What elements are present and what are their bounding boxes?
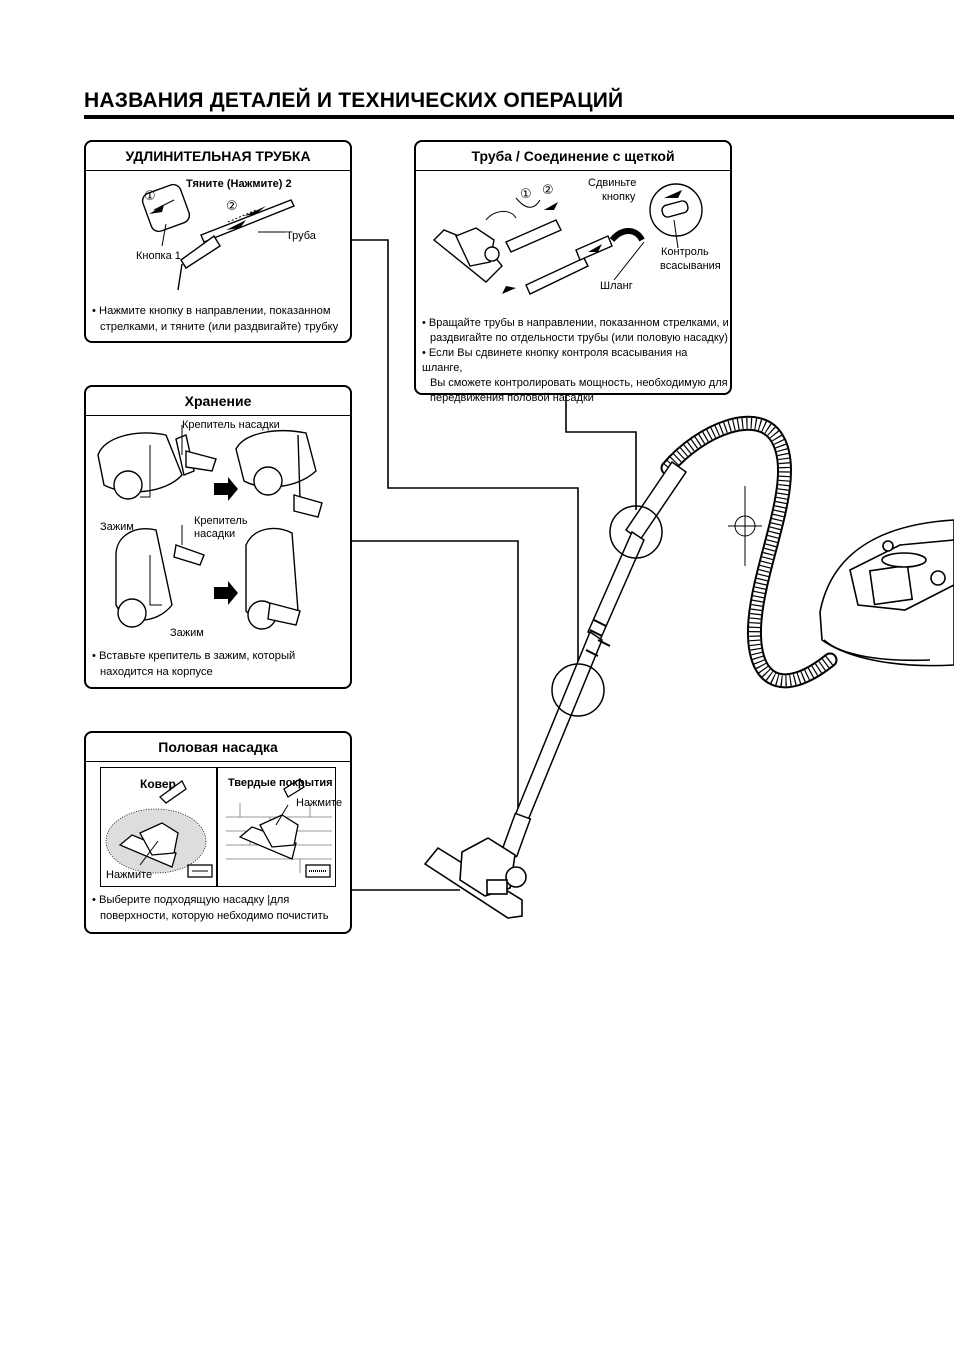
- button1-label: Кнопка 1: [136, 250, 181, 262]
- nozzle-holder-label: Крепитель насадки: [182, 419, 280, 431]
- hose-label: Шланг: [600, 280, 633, 292]
- step1-label: ①: [144, 188, 156, 203]
- detail-circle-joint: [551, 663, 605, 717]
- crosshair-icon: [728, 486, 762, 566]
- carpet-label: Ковер: [140, 777, 176, 791]
- extension-tube-title: УДЛИНИТЕЛЬНАЯ ТРУБКА: [86, 142, 350, 171]
- clamp-label-bottom: Зажим: [170, 627, 204, 639]
- note-line: • Вставьте крепитель в зажим, который: [92, 650, 296, 662]
- nozzle-holder-label-2a: Крепитель: [194, 515, 248, 527]
- note-line: стрелками, и тяните (или раздвигайте) тр…: [100, 320, 339, 333]
- floor-nozzle-icon: [423, 837, 527, 919]
- pipe-connection-illustration: [432, 183, 703, 295]
- extension-tube-illustration: [141, 183, 295, 291]
- connector-extension: [352, 239, 579, 665]
- note-line: передвижения половой насадки: [430, 392, 594, 404]
- tube-label: Труба: [286, 230, 316, 242]
- note-line: находится на корпусе: [100, 665, 213, 678]
- tube-icon: [500, 460, 688, 858]
- press-label-hard: Нажмите: [296, 797, 343, 809]
- hard-floor-panel: [216, 767, 336, 887]
- step2-label: ②: [226, 198, 238, 213]
- page-title: НАЗВАНИЯ ДЕТАЛЕЙ И ТЕХНИЧЕСКИХ ОПЕРАЦИЙ: [84, 89, 624, 112]
- floor-nozzle-note: • Выберите подходящую насадку |для повер…: [92, 893, 329, 924]
- connector-pipe: [565, 395, 637, 510]
- suction-control-label-2: всасывания: [660, 260, 721, 272]
- connector-storage: [352, 540, 519, 815]
- storage-title: Хранение: [86, 387, 350, 416]
- floor-nozzle-title: Половая насадка: [86, 733, 350, 762]
- storage-note: • Вставьте крепитель в зажим, который на…: [92, 649, 295, 680]
- extension-tube-note: • Нажмите кнопку в направлении, показанн…: [92, 304, 338, 335]
- pipe-step1-label: ①: [520, 186, 532, 201]
- storage-illustration: [97, 425, 323, 630]
- floor-nozzle-illustration: [105, 778, 332, 878]
- vacuum-body-icon: [819, 519, 954, 667]
- pipe-connection-panel: Труба / Соединение с щеткой ① ② Сдвиньт: [414, 140, 732, 404]
- hard-floor-label: Твердые покрытия: [228, 777, 333, 789]
- pull-label: Тяните (Нажмите) 2: [186, 178, 292, 190]
- clamp-label-top: Зажим: [100, 521, 134, 533]
- note-line: раздвигайте по отдельности трубы (или по…: [430, 332, 728, 344]
- press-label-carpet: Нажмите: [106, 869, 153, 881]
- note-line: • Нажмите кнопку в направлении, показанн…: [92, 305, 331, 317]
- hose-icon: [660, 415, 838, 689]
- slide-button-label-1: Сдвиньте: [588, 177, 637, 189]
- carpet-panel: [100, 767, 218, 887]
- pipe-connection-note: • Вращайте трубы в направлении, показанн…: [422, 316, 730, 406]
- extension-tube-panel: УДЛИНИТЕЛЬНАЯ ТРУБКА Тяните (Нажмите) 2 …: [84, 140, 352, 343]
- nozzle-holder-label-2b: насадки: [194, 528, 236, 540]
- note-line: • Если Вы сдвинете кнопку контроля всасы…: [422, 347, 688, 374]
- slide-button-label-2: кнопку: [602, 191, 636, 203]
- storage-panel: Хранение: [84, 385, 352, 689]
- note-line: поверхности, которую небходимо почистить: [100, 909, 329, 922]
- suction-control-label-1: Контроль: [661, 246, 709, 258]
- note-line: • Вращайте трубы в направлении, показанн…: [422, 317, 729, 329]
- note-line: • Выберите подходящую насадку |для: [92, 894, 290, 906]
- detail-circle-handle: [609, 505, 663, 559]
- pipe-connection-title: Труба / Соединение с щеткой: [416, 142, 730, 171]
- title-rule: [84, 115, 954, 119]
- floor-nozzle-panel: Половая насадка Ковер Твердые покрытия: [84, 731, 352, 934]
- pipe-step2-label: ②: [542, 182, 554, 197]
- note-line: Вы сможете контролировать мощность, необ…: [430, 377, 728, 389]
